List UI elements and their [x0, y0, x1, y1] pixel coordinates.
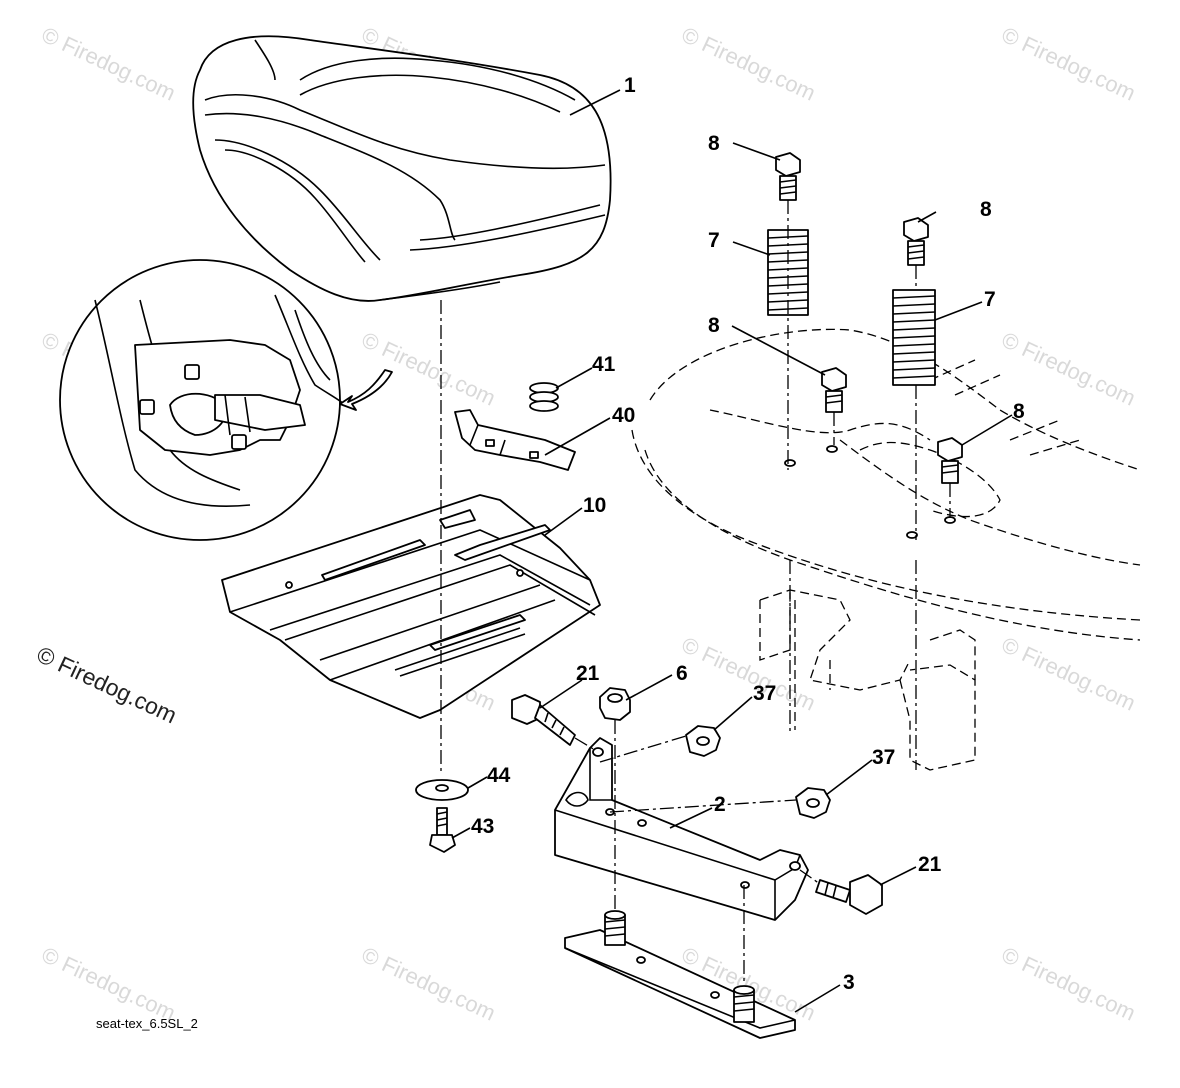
- nut-37-upper: [685, 725, 721, 757]
- nut-37-lower: [795, 787, 831, 819]
- callout-10: 10: [583, 494, 606, 517]
- frame-mount-holes: [784, 445, 956, 539]
- watermark: © Firedog.com: [38, 942, 180, 1026]
- seat: [192, 35, 612, 302]
- watermark: © Firedog.com: [358, 327, 500, 411]
- spring-41: [529, 382, 559, 412]
- watermark: © Firedog.com: [358, 942, 500, 1026]
- washer-44: [415, 779, 469, 801]
- callout-8: 8: [980, 198, 992, 221]
- spring-7-right: [892, 289, 936, 386]
- callout-43: 43: [471, 815, 494, 838]
- alignment-lines: [440, 200, 951, 985]
- callout-44: 44: [487, 764, 511, 787]
- seat-pan-10: [221, 494, 601, 719]
- callout-37: 37: [753, 682, 776, 705]
- callout-8: 8: [708, 314, 720, 337]
- bolt-43: [429, 807, 456, 853]
- watermark: © Firedog.com: [38, 22, 180, 106]
- callout-3: 3: [843, 971, 855, 994]
- callouts: 1 8 8 7 7 8 8 41 40 10 21 6 37 37 44 43 …: [471, 74, 1025, 994]
- bolt-8-lower-right: [937, 437, 963, 484]
- callout-40: 40: [612, 404, 635, 427]
- drawing-id-caption: seat-tex_6.5SL_2: [96, 1016, 198, 1031]
- switch-detail-circle: [59, 259, 393, 541]
- bolt-8-top-left: [775, 152, 801, 201]
- watermark: © Firedog.com: [678, 632, 820, 716]
- callout-8: 8: [1013, 400, 1025, 423]
- leader-lines: [451, 89, 1013, 1013]
- watermark: © Firedog.com: [998, 632, 1140, 716]
- bolt-21-right: [815, 874, 883, 915]
- bracket-40: [454, 409, 576, 471]
- bolt-8-top-right: [903, 217, 929, 266]
- firedog-watermark: © Firedog.com: [33, 641, 181, 728]
- callout-37: 37: [872, 746, 895, 769]
- callout-7: 7: [984, 288, 996, 311]
- callout-7: 7: [708, 229, 720, 252]
- watermark: © Firedog.com: [998, 942, 1140, 1026]
- bolt-21-left: [511, 694, 576, 746]
- callout-1: 1: [624, 74, 636, 97]
- callout-41: 41: [592, 353, 616, 376]
- callout-2: 2: [714, 793, 726, 816]
- callout-21: 21: [918, 853, 942, 876]
- tractor-frame-outline: [631, 328, 1141, 771]
- hinge-bracket-2: [554, 737, 809, 921]
- bolt-8-lower-left: [821, 367, 847, 413]
- callout-8: 8: [708, 132, 720, 155]
- watermark: © Firedog.com: [998, 22, 1140, 106]
- nut-6: [599, 687, 631, 721]
- watermark: © Firedog.com: [998, 327, 1140, 411]
- callout-6: 6: [676, 662, 688, 685]
- callout-21: 21: [576, 662, 600, 685]
- watermark: © Firedog.com: [678, 22, 820, 106]
- mounting-plate-3: [564, 910, 796, 1039]
